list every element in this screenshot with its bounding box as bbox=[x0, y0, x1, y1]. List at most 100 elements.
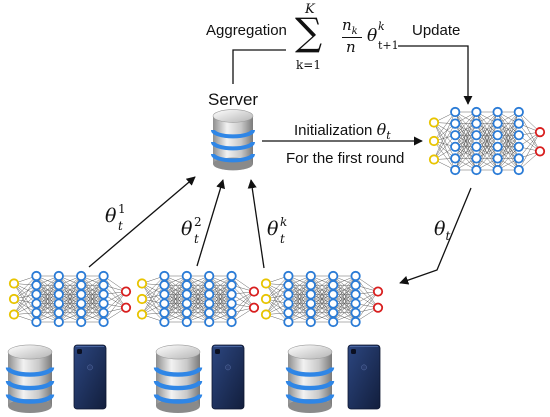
hidden-node bbox=[471, 118, 482, 129]
hidden-node bbox=[53, 270, 64, 282]
network-edge bbox=[13, 298, 37, 323]
client-3-theta: θ bbox=[267, 218, 279, 240]
hidden-node bbox=[492, 141, 503, 152]
hidden-node bbox=[471, 106, 482, 118]
hidden-node bbox=[450, 106, 461, 118]
phone-camera bbox=[215, 349, 220, 354]
hidden-node bbox=[76, 307, 87, 318]
hidden-node bbox=[350, 307, 361, 318]
network-edge bbox=[476, 111, 498, 159]
network-edge bbox=[103, 275, 127, 308]
hidden-node bbox=[76, 289, 87, 300]
client-1-theta: θ bbox=[105, 205, 117, 227]
hidden-node bbox=[31, 316, 42, 328]
network-edge bbox=[288, 275, 311, 304]
hidden-node bbox=[305, 298, 316, 309]
network-edge bbox=[141, 298, 165, 323]
network-edge bbox=[433, 111, 456, 142]
network-edge bbox=[13, 283, 37, 313]
hidden-node bbox=[492, 118, 503, 129]
client-2-theta-sup: 2 bbox=[194, 215, 202, 229]
client-3-neural-network-icon bbox=[260, 270, 384, 328]
hidden-node bbox=[98, 270, 109, 282]
server-label: Server bbox=[208, 90, 259, 109]
update-label: Update bbox=[412, 22, 461, 39]
client-3-database-icon bbox=[285, 344, 335, 414]
network-edge bbox=[58, 294, 82, 323]
network-edge bbox=[231, 275, 255, 308]
theta-symbol: θ bbox=[376, 120, 387, 139]
database-stripe bbox=[211, 153, 255, 163]
network-edges bbox=[433, 111, 541, 171]
database-stripe bbox=[5, 366, 55, 377]
network-edge bbox=[355, 291, 379, 313]
output-node bbox=[372, 286, 384, 297]
hidden-node bbox=[471, 164, 482, 176]
input-node bbox=[428, 154, 440, 165]
network-edge bbox=[476, 123, 498, 171]
hidden-node bbox=[226, 270, 237, 282]
hidden-node bbox=[305, 280, 316, 291]
hidden-node bbox=[53, 280, 64, 291]
initialization-theta: θt bbox=[376, 120, 391, 142]
input-node bbox=[428, 117, 440, 128]
initialization-label: Initialization θt bbox=[294, 120, 391, 142]
network-edge bbox=[13, 275, 37, 300]
output-node bbox=[120, 302, 132, 313]
fraction-denominator: n bbox=[346, 38, 356, 56]
client-1-theta-sup: 1 bbox=[118, 202, 126, 216]
network-edge bbox=[231, 291, 255, 323]
network-edge bbox=[209, 294, 232, 323]
network-edge bbox=[58, 275, 82, 304]
network-edge bbox=[433, 140, 456, 171]
hidden-node bbox=[283, 289, 294, 300]
hidden-node bbox=[76, 280, 87, 291]
client-1-neural-network-icon bbox=[8, 270, 132, 328]
input-node bbox=[8, 309, 20, 320]
numerator-subscript: k bbox=[351, 26, 358, 37]
database-stripe bbox=[211, 129, 255, 139]
neural-network-icon bbox=[428, 106, 546, 176]
database-stripe bbox=[5, 380, 55, 391]
hidden-node bbox=[226, 298, 237, 309]
database-body bbox=[288, 352, 332, 406]
update-arrow bbox=[398, 45, 473, 105]
network-edge bbox=[186, 275, 210, 304]
hidden-node bbox=[31, 270, 42, 282]
phone-camera bbox=[77, 349, 82, 354]
hidden-node bbox=[492, 106, 503, 118]
arrows-layer bbox=[88, 45, 473, 285]
formula-theta-superscript: k bbox=[378, 20, 385, 33]
hidden-node bbox=[350, 289, 361, 300]
hidden-node bbox=[204, 289, 215, 300]
hidden-node bbox=[53, 316, 64, 328]
network-edge bbox=[355, 275, 379, 308]
client-3-theta-sub: t bbox=[280, 232, 285, 246]
hidden-node bbox=[305, 270, 316, 282]
hidden-node bbox=[226, 316, 237, 328]
network-edge bbox=[476, 146, 498, 171]
network-edge bbox=[518, 132, 541, 171]
network-edge bbox=[455, 135, 477, 171]
client-2-database-icon bbox=[153, 344, 203, 414]
hidden-node bbox=[328, 307, 339, 318]
hidden-node bbox=[181, 307, 192, 318]
network-edge bbox=[433, 122, 456, 159]
hidden-node bbox=[492, 153, 503, 164]
database-top bbox=[155, 344, 201, 360]
hidden-node bbox=[159, 280, 170, 291]
hidden-node bbox=[181, 298, 192, 309]
output-node bbox=[248, 286, 260, 297]
network-edge bbox=[333, 294, 356, 323]
hidden-node bbox=[76, 298, 87, 309]
upload-arrow-client-1 bbox=[88, 176, 196, 268]
network-edge bbox=[231, 291, 255, 313]
input-node bbox=[8, 278, 20, 289]
hidden-node bbox=[181, 289, 192, 300]
initialization-text: Initialization bbox=[294, 122, 373, 139]
output-node bbox=[120, 286, 132, 297]
database-stripe bbox=[285, 366, 335, 377]
hidden-node bbox=[450, 118, 461, 129]
network-edge bbox=[433, 135, 456, 160]
database-stripe bbox=[153, 366, 203, 377]
